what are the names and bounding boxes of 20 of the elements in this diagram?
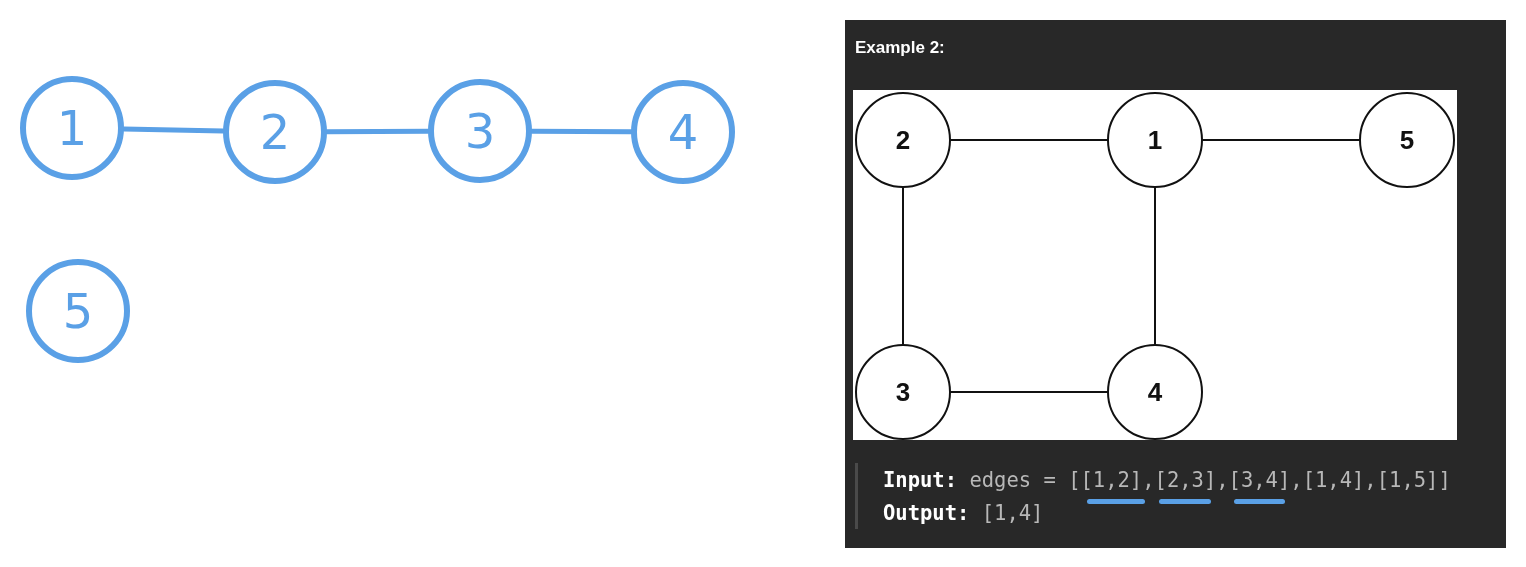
panel-heading: Example 2: bbox=[855, 38, 945, 58]
connector-line bbox=[950, 391, 1108, 393]
node-number: 3 bbox=[895, 379, 911, 405]
node-number: 5 bbox=[62, 287, 94, 335]
node-number: 1 bbox=[56, 104, 88, 152]
node-number: 1 bbox=[1147, 127, 1163, 153]
connector-line bbox=[902, 187, 904, 345]
code-line: Output: [1,4] bbox=[883, 501, 1044, 525]
node-number: 4 bbox=[1147, 379, 1163, 405]
node-number: 5 bbox=[1399, 127, 1415, 153]
node-number: 2 bbox=[895, 127, 911, 153]
example-panel bbox=[845, 20, 1506, 548]
node-number: 3 bbox=[464, 107, 496, 155]
node-number: 4 bbox=[667, 108, 699, 156]
connector-line bbox=[950, 139, 1108, 141]
node-number: 2 bbox=[259, 108, 291, 156]
graph-canvas bbox=[853, 90, 1457, 440]
connector-line bbox=[1202, 139, 1360, 141]
connector-line bbox=[1154, 187, 1156, 345]
code-line: Input: edges = [[1,2],[2,3],[3,4],[1,4],[1,5]] bbox=[883, 468, 1451, 492]
